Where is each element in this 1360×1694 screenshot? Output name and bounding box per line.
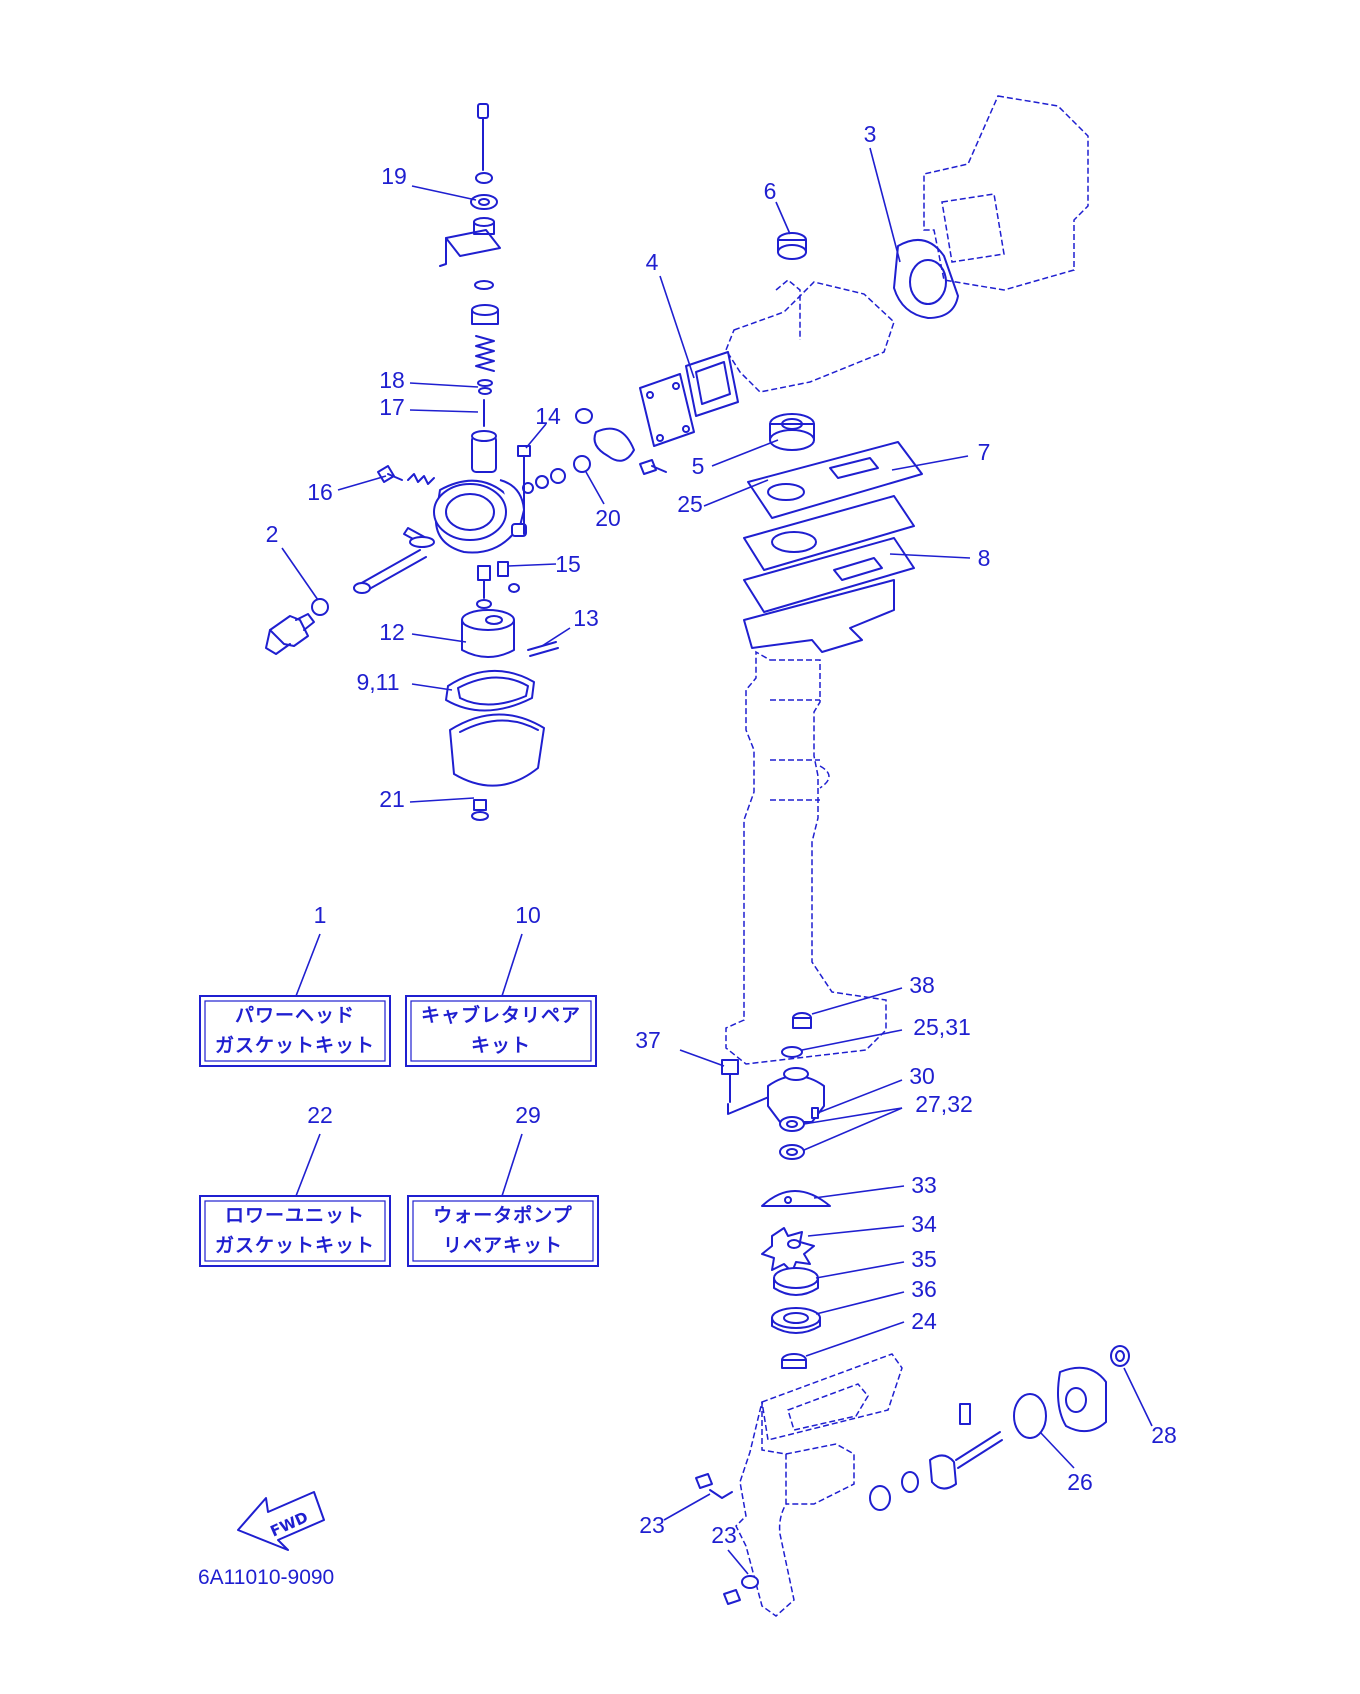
callout-37: 37 — [635, 1027, 661, 1053]
callout-15: 15 — [555, 551, 581, 577]
callout-9-11: 9,11 — [356, 669, 399, 695]
callout-29: 29 — [515, 1102, 541, 1128]
callout-24: 24 — [911, 1308, 937, 1334]
callout-25-31: 25,31 — [913, 1014, 971, 1040]
callout-36: 36 — [911, 1276, 937, 1302]
kit-box-22: ロワーユニット ガスケットキット — [199, 1195, 391, 1267]
kit-1-line1: パワーヘッド — [235, 1005, 355, 1027]
callout-35: 35 — [911, 1246, 937, 1272]
fwd-arrow-icon: FWD — [237, 1491, 325, 1551]
kit-box-1: パワーヘッド ガスケットキット — [199, 995, 391, 1067]
callout-1: 1 — [314, 902, 327, 928]
kit-29-line2: リペアキット — [443, 1235, 563, 1257]
callout-labels: 19 3 6 4 18 17 14 7 5 16 25 20 2 15 8 12… — [266, 121, 1177, 1548]
callout-2: 2 — [266, 521, 279, 547]
kit-22-line2: ガスケットキット — [215, 1235, 375, 1257]
callout-3: 3 — [864, 121, 877, 147]
lower-unit-assembly — [695, 1345, 1130, 1617]
callout-27-32: 27,32 — [915, 1091, 973, 1117]
callout-14: 14 — [535, 403, 561, 429]
callout-23-lower: 23 — [711, 1522, 737, 1548]
callout-30: 30 — [909, 1063, 935, 1089]
callout-8: 8 — [978, 545, 991, 571]
callout-19: 19 — [381, 163, 407, 189]
callout-17: 17 — [379, 394, 405, 420]
callout-10: 10 — [515, 902, 541, 928]
callout-16: 16 — [307, 479, 333, 505]
leader-lines — [281, 147, 1153, 1575]
kit-29-line1: ウォータポンプ — [433, 1204, 572, 1227]
callout-7: 7 — [978, 439, 991, 465]
kit-1-line2: ガスケットキット — [215, 1035, 375, 1057]
callout-25: 25 — [677, 491, 703, 517]
callout-6: 6 — [764, 178, 777, 204]
kit-10-line1: キャブレタリペア — [421, 1004, 581, 1027]
callout-38: 38 — [909, 972, 935, 998]
callout-33: 33 — [911, 1172, 937, 1198]
carburetor-assembly — [265, 103, 695, 821]
kit-box-10: キャブレタリペア キット — [405, 995, 597, 1067]
callout-20: 20 — [595, 505, 621, 531]
kit-10-line2: キット — [471, 1035, 531, 1057]
diagram-code: 6A11010-9090 — [198, 1566, 334, 1589]
callout-23-upper: 23 — [639, 1512, 665, 1538]
callout-21: 21 — [379, 786, 405, 812]
callout-28: 28 — [1151, 1422, 1177, 1448]
callout-18: 18 — [379, 367, 405, 393]
water-pump-assembly — [721, 1012, 831, 1369]
callout-5: 5 — [692, 453, 705, 479]
kit-box-29: ウォータポンプ リペアキット — [407, 1195, 599, 1267]
driveshaft-housing — [725, 650, 887, 1065]
callout-4: 4 — [646, 249, 659, 275]
callout-34: 34 — [911, 1211, 937, 1237]
callout-13: 13 — [573, 605, 599, 631]
callout-12: 12 — [379, 619, 405, 645]
powerhead-assembly — [685, 95, 1089, 653]
kit-22-line1: ロワーユニット — [225, 1205, 365, 1227]
callout-26: 26 — [1067, 1469, 1093, 1495]
callout-22: 22 — [307, 1102, 333, 1128]
